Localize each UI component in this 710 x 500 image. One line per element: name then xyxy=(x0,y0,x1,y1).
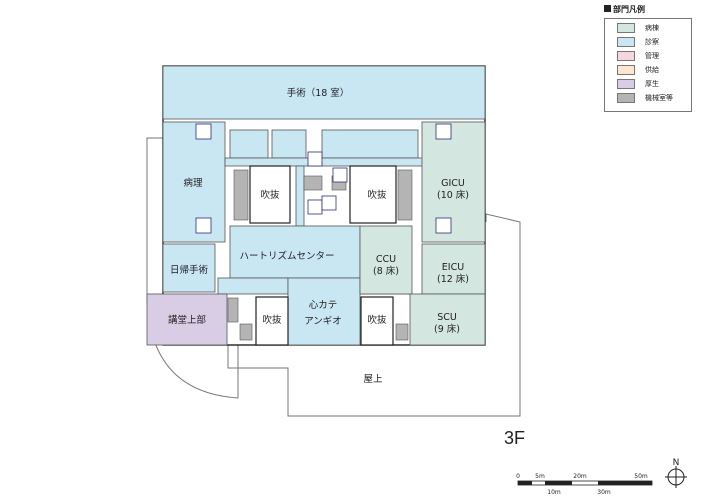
elevator-icon xyxy=(307,151,323,167)
legend: 病棟 診察 管理 供給 厚生 機械室等 xyxy=(604,18,692,112)
corridor-a xyxy=(229,129,269,159)
machine-room-1 xyxy=(233,169,249,221)
void-1 xyxy=(249,165,291,224)
void-1-label: 吹抜 xyxy=(260,189,280,201)
day-surgery-label: 日帰手術 xyxy=(170,264,209,276)
machine-room-3 xyxy=(303,175,323,191)
machine-room-6 xyxy=(395,323,409,341)
angio-label-2: アンギオ xyxy=(304,316,342,327)
surgery-room xyxy=(162,65,486,120)
void-4-label: 吹抜 xyxy=(367,314,387,326)
ccu-room xyxy=(359,225,413,295)
elevator-icon xyxy=(435,217,452,234)
corridor-c xyxy=(321,129,419,159)
gicu-room xyxy=(421,121,486,243)
north-label: N xyxy=(673,458,680,468)
elevator-icon xyxy=(321,195,337,211)
north-arrow-icon: N xyxy=(665,458,687,488)
scale-tick-5m: 5m xyxy=(535,473,545,480)
corridor-f xyxy=(217,277,289,295)
legend-item: 供給 xyxy=(617,65,659,75)
legend-item: 厚生 xyxy=(617,79,659,89)
outer-outline-west xyxy=(146,137,163,298)
ward-room xyxy=(162,121,226,243)
legend-item: 機械室等 xyxy=(617,93,673,103)
scale-tick-20m: 20m xyxy=(573,473,587,480)
void-3-label: 吹抜 xyxy=(262,314,282,326)
corridor-d xyxy=(224,157,426,167)
elevator-icon xyxy=(332,167,348,183)
elevator-icon xyxy=(435,123,452,140)
scale-tick-50m: 50m xyxy=(634,473,648,480)
eicu-capacity: (12 床) xyxy=(437,273,469,285)
machine-room-5 xyxy=(239,323,253,341)
scale-bar: 0 5m 20m 50m 10m 30m xyxy=(516,473,653,496)
ccu-capacity: (8 床) xyxy=(373,265,399,277)
gicu-capacity: (10 床) xyxy=(437,189,469,201)
ward-label: 病理 xyxy=(183,177,203,189)
scale-tick-30m: 30m xyxy=(597,489,611,496)
elevator-icon xyxy=(195,217,212,234)
lecture-label: 講堂上部 xyxy=(168,314,206,326)
elevator-icon xyxy=(307,199,323,215)
machine-room-2 xyxy=(397,169,413,221)
void-2 xyxy=(349,165,397,224)
legend-item: 病棟 xyxy=(617,23,659,33)
angio-label: 心カテ xyxy=(309,300,338,311)
floor-label: 3F xyxy=(504,428,526,448)
scu-capacity: (9 床) xyxy=(434,323,460,335)
void-2-label: 吹抜 xyxy=(367,189,387,201)
scale-tick-0: 0 xyxy=(516,473,520,480)
angio-room xyxy=(287,277,361,346)
corridor-e xyxy=(295,165,305,227)
void-3 xyxy=(255,296,289,346)
lecture-room xyxy=(146,293,228,346)
corridor-b xyxy=(271,129,307,159)
elevator-icon xyxy=(195,123,212,140)
scale-tick-10m: 10m xyxy=(547,489,561,496)
heart-center xyxy=(229,225,361,279)
void-4 xyxy=(360,296,394,346)
surgery-label: 手術（18 室） xyxy=(287,87,350,99)
scu-label: SCU xyxy=(437,312,457,323)
heart-center-label: ハートリズムセンター xyxy=(239,250,334,262)
eicu-label: EICU xyxy=(442,262,464,273)
machine-room-7 xyxy=(227,297,239,323)
roof-label: 屋上 xyxy=(363,374,383,385)
legend-title: 部門凡例 xyxy=(604,4,645,15)
legend-item: 管理 xyxy=(617,51,659,61)
legend-item: 診察 xyxy=(617,37,659,47)
scu-room xyxy=(409,293,486,346)
gicu-label: GICU xyxy=(441,178,465,189)
ccu-label: CCU xyxy=(376,254,396,265)
day-surgery-room xyxy=(162,243,216,293)
